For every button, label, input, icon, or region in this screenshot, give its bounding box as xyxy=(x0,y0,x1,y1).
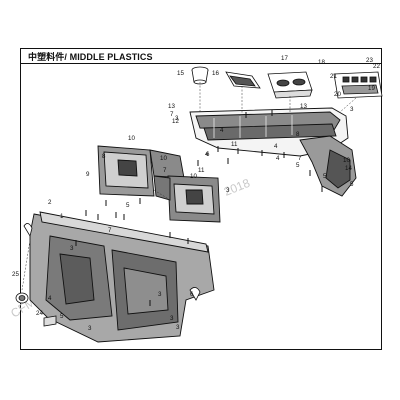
callout-number: 3 xyxy=(88,325,92,332)
callout-number: 4 xyxy=(276,155,280,162)
callout-number: 22 xyxy=(373,63,380,70)
fasteners xyxy=(75,110,323,306)
callout-number: 11 xyxy=(198,167,205,174)
callout-number: 10 xyxy=(190,173,197,180)
callout-number: 3 xyxy=(175,115,179,122)
callout-number: 5 xyxy=(350,181,354,188)
callout-number: 7 xyxy=(108,227,112,234)
callout-number: 5 xyxy=(60,313,64,320)
callout-number: 6 xyxy=(206,151,210,158)
callout-number: 4 xyxy=(205,151,209,158)
callout-number: 1 xyxy=(60,213,64,220)
callout-number: 3 xyxy=(70,245,74,252)
part-small-tray xyxy=(225,71,261,89)
part-switch-panel xyxy=(333,71,383,99)
callout-number: 21 xyxy=(330,73,337,80)
callout-number: 5 xyxy=(296,162,300,169)
callout-number: 13 xyxy=(168,103,175,110)
callout-number: 3 xyxy=(176,324,180,331)
callout-number: 3 xyxy=(158,291,162,298)
leader-lines xyxy=(21,82,357,291)
part-cup-holder-pod xyxy=(267,71,313,99)
part-upper-console-rail xyxy=(189,107,357,197)
callout-number: 10 xyxy=(128,135,135,142)
callout-number: 14 xyxy=(345,165,352,172)
callout-number: 3 xyxy=(350,106,354,113)
callout-number: 10 xyxy=(160,155,167,162)
callout-number: 3 xyxy=(226,187,230,194)
callout-number: 17 xyxy=(281,55,288,62)
callout-number: 15 xyxy=(177,70,184,77)
callout-number: 18 xyxy=(318,59,325,66)
callout-number: 3 xyxy=(170,315,174,322)
title-bar xyxy=(20,48,382,64)
callout-number: 7 xyxy=(298,155,302,162)
callout-number: 23 xyxy=(366,57,373,64)
callout-number: 11 xyxy=(231,141,238,148)
callout-number: 6 xyxy=(190,291,194,298)
callout-number: 8 xyxy=(102,153,106,160)
part-cup-insert xyxy=(191,66,209,85)
part-storage-bins xyxy=(97,145,221,223)
callout-number: 19 xyxy=(368,85,375,92)
callout-number: 16 xyxy=(212,70,219,77)
callout-number: 25 xyxy=(12,271,19,278)
part-lower-main-panel xyxy=(29,211,215,343)
callout-number: 4 xyxy=(274,143,278,150)
callout-number: 9 xyxy=(86,171,90,178)
callout-number: 5 xyxy=(323,173,327,180)
callout-number: 10 xyxy=(343,157,350,164)
callout-number: 5 xyxy=(126,202,130,209)
callout-number: 2 xyxy=(48,199,52,206)
callout-number: 4 xyxy=(48,295,52,302)
callout-number: 24 xyxy=(36,310,43,317)
part-small-items xyxy=(15,223,201,327)
callout-number-layer: 1233333333444445555566777788910101010111… xyxy=(12,55,380,332)
callout-number: 8 xyxy=(296,131,300,138)
callout-number: 20 xyxy=(334,91,341,98)
callout-number: 4 xyxy=(220,127,224,134)
callout-number: 13 xyxy=(300,103,307,110)
callout-number: 7 xyxy=(163,167,167,174)
diagram-frame xyxy=(20,48,382,350)
callout-number: 7 xyxy=(170,111,174,118)
callout-number: 12 xyxy=(172,118,179,125)
diagram-title: 中塑料件/ MIDDLE PLASTICS xyxy=(28,52,153,62)
